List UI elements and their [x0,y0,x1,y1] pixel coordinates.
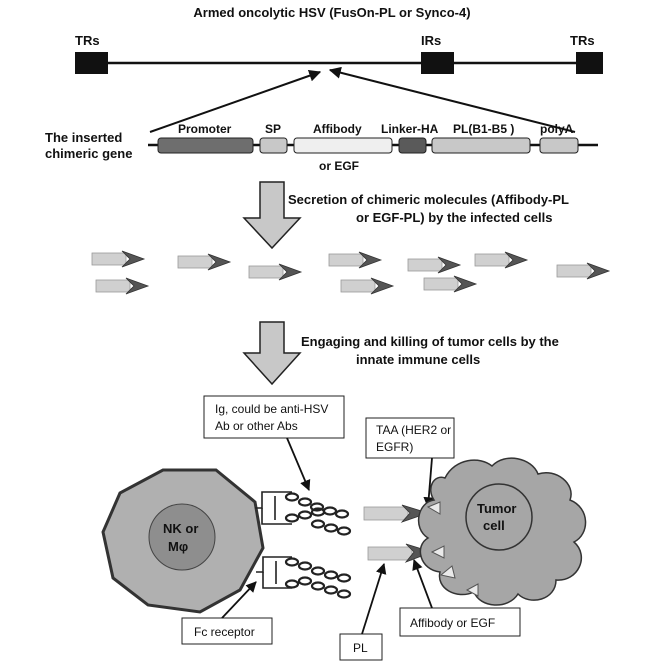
linker-label: Linker-HA [381,122,439,136]
nk-nucleus [148,503,216,571]
sp-label: SP [265,122,281,136]
taa-callout-line1: TAA (HER2 or [376,423,451,437]
ig-callout-line2: Ab or other Abs [215,419,298,433]
step1-arrow [242,181,302,250]
secreted-molecules [91,250,610,295]
chimeric-gene: The inserted chimeric gene Promoter SP A… [45,122,598,173]
tr-left-box [75,52,108,74]
insert-label-line1: The inserted [45,130,122,145]
molecule [556,262,610,280]
affibody-label: Affibody [313,122,362,136]
affibody-pointer [412,558,433,609]
tumor-nucleus [465,483,533,551]
affibody-alt-label: or EGF [319,159,359,173]
tr-right-box [576,52,603,74]
linker-segment [398,137,427,154]
fc-pointer [221,581,257,619]
taa-receptors [426,501,479,597]
nk-label-line1: NK or [163,521,198,536]
insertion-arrow-right [328,66,576,133]
insert-label-line2: chimeric gene [45,146,132,161]
bound-molecule-bottom [367,543,434,563]
taa-pointer [423,457,435,509]
step1-line1: Secretion of chimeric molecules (Affibod… [288,192,569,207]
bound-molecule-top [363,504,430,523]
ig-pointer [286,437,311,491]
pl-callout-label: PL [353,641,368,655]
nk-cell: NK or Mφ [101,468,265,614]
pl-label: PL(B1-B5 ) [453,122,514,136]
step2-arrow [242,321,302,386]
ir-box [421,52,454,74]
molecule [407,256,461,274]
pl-pointer [361,562,387,635]
hsv-genome: TRs IRs TRs [75,33,603,74]
taa-callout-line2: EGFR) [376,440,413,454]
tr-left-label: TRs [75,33,100,48]
molecule [248,263,302,281]
step2-line1: Engaging and killing of tumor cells by t… [301,334,559,349]
ig-callout-line1: Ig, could be anti-HSV [215,402,328,416]
step2-line2: innate immune cells [356,352,480,367]
promoter-segment [157,137,254,154]
insertion-arrow-left [149,69,322,133]
fc-callout-box [181,617,273,645]
tr-right-label: TRs [570,33,595,48]
molecule [423,275,477,293]
ig-callout-box [203,395,345,439]
tumor-label-line1: Tumor [477,501,516,516]
affibody-segment [293,137,393,154]
fc-receptor-top [255,491,292,525]
fc-callout-label: Fc receptor [194,625,255,639]
pl-callout-box [339,633,383,661]
molecule [340,277,394,295]
molecule [91,250,145,268]
affibody-callout-label: Affibody or EGF [410,616,495,630]
taa-callout-box [365,417,455,459]
polya-label: polyA [540,122,574,136]
figure-title: Armed oncolytic HSV (FusOn-PL or Synco-4… [193,5,470,20]
tumor-cell: Tumor cell [417,457,587,606]
molecule [474,251,528,269]
tumor-label-line2: cell [483,518,505,533]
polya-segment [539,137,579,154]
antibody-top [284,492,352,536]
fc-receptor-bottom [256,556,292,589]
antibody-bottom [284,557,352,599]
nk-label-line2: Mφ [168,539,188,554]
pl-segment [431,137,531,154]
promoter-label: Promoter [178,122,232,136]
step1-line2: or EGF-PL) by the infected cells [356,210,552,225]
molecule [95,277,149,295]
molecule [177,253,231,271]
sp-segment [259,137,288,154]
ir-label: IRs [421,33,441,48]
affibody-callout-box [399,607,521,637]
molecule [328,251,382,269]
